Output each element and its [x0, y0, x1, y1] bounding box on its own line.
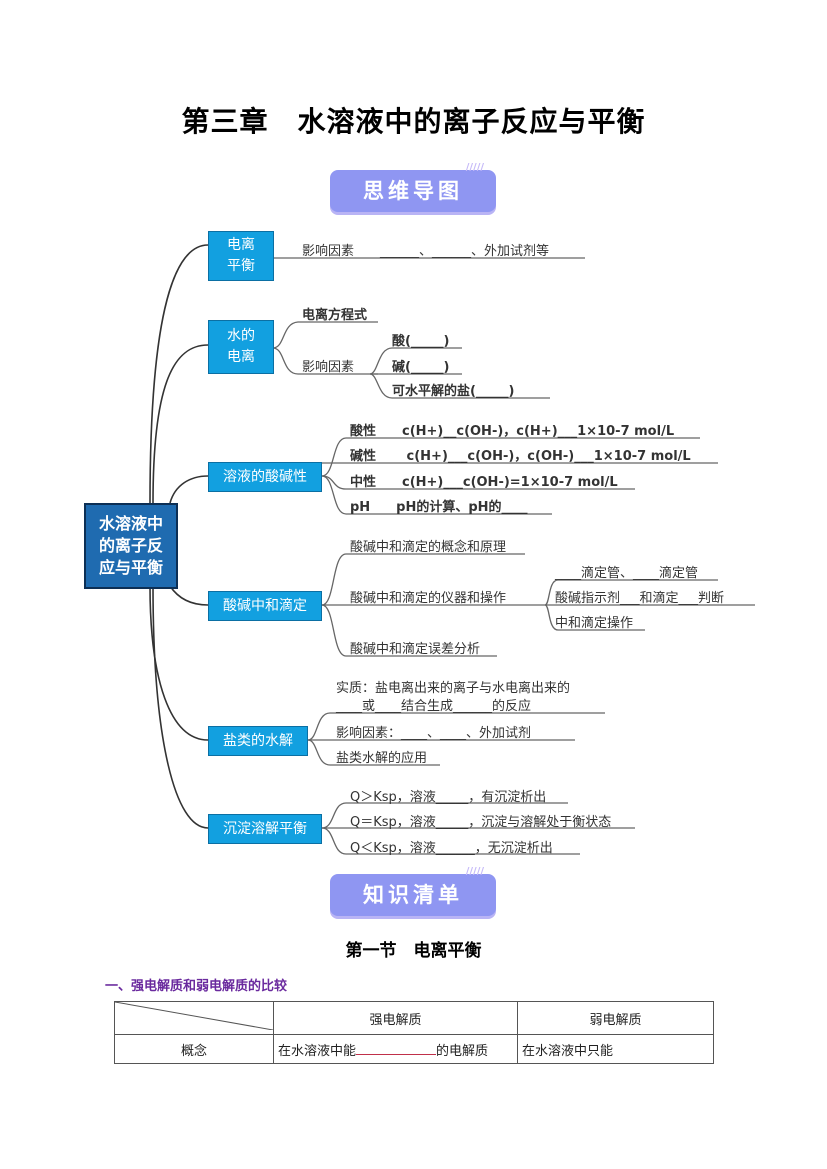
- leaf: 影响因素：____、____、外加试剂: [336, 726, 532, 741]
- leaf: Q＝Ksp，溶液_____，沉淀与溶解处于衡状态: [350, 815, 612, 830]
- branch-node-water-ionization[interactable]: 水的电离: [208, 320, 274, 374]
- blank-underline[interactable]: [356, 1040, 437, 1055]
- node-line: 电离: [227, 237, 255, 253]
- weak-cell: 在水溶液中只能: [517, 1034, 714, 1064]
- leaf: 盐类水解的应用: [336, 751, 428, 766]
- node-line: 溶液的酸碱性: [223, 468, 307, 485]
- comparison-table: 强电解质 弱电解质 概念 在水溶液中能 的电解质 在水溶液中只能: [114, 1001, 714, 1064]
- branch-node-ionization-equilibrium[interactable]: 电离平衡: [208, 231, 274, 281]
- branch-node-acidity[interactable]: 溶液的酸碱性: [208, 462, 322, 492]
- subleaf: 碱(_____): [392, 360, 450, 375]
- node-line: 盐类的水解: [223, 732, 293, 749]
- connector: [152, 585, 209, 829]
- connector: [169, 475, 209, 504]
- subleaf: 可水平解的盐(_____): [392, 384, 515, 399]
- header-strong: 强电解质: [273, 1001, 518, 1035]
- leaf: 酸性 c(H+)__c(OH-)，c(H+)___1×10-7 mol/L: [350, 424, 675, 439]
- strong-suffix: 的电解质: [436, 1043, 489, 1059]
- diagonal-line: [114, 1001, 274, 1031]
- leaf: 酸碱中和滴定的仪器和操作: [350, 591, 507, 606]
- leaf: 碱性 c(H+)___c(OH-)，c(OH-)___1×10-7 mol/L: [350, 449, 691, 464]
- node-line: 水的: [227, 328, 255, 344]
- connector: [149, 244, 209, 504]
- leaf: 电离方程式: [302, 308, 368, 323]
- header-weak: 弱电解质: [517, 1001, 714, 1035]
- branch-node-precipitation[interactable]: 沉淀溶解平衡: [208, 814, 322, 844]
- connector: [149, 585, 209, 741]
- leaf: 影响因素: [302, 360, 355, 375]
- leaf: Q＜Ksp，溶液______，无沉淀析出: [350, 841, 553, 856]
- subleaf: ____滴定管、____滴定管: [555, 566, 699, 581]
- leaf: 酸碱中和滴定的概念和原理: [350, 540, 507, 555]
- subleaf: 中和滴定操作: [555, 616, 634, 631]
- leaf: Q＞Ksp，溶液_____，有沉淀析出: [350, 790, 547, 805]
- leaf: pH pH的计算、pH的____: [350, 500, 528, 515]
- branch-node-salt-hydrolysis[interactable]: 盐类的水解: [208, 726, 308, 756]
- subleaf: 酸(_____): [392, 334, 450, 349]
- knowledge-banner-label: 知识清单: [363, 883, 463, 907]
- table-header-row: 强电解质 弱电解质: [114, 1001, 714, 1035]
- diagonal-header-cell: [114, 1001, 274, 1035]
- strong-cell: 在水溶液中能 的电解质: [273, 1034, 518, 1064]
- node-line: 平衡: [227, 258, 255, 274]
- root-line: 的离子反: [98, 536, 163, 555]
- root-line: 应与平衡: [98, 558, 163, 577]
- table-row: 概念 在水溶液中能 的电解质 在水溶液中只能: [114, 1034, 714, 1064]
- node-line: 酸碱中和滴定: [223, 597, 307, 614]
- root-node[interactable]: 水溶液中 的离子反 应与平衡: [84, 503, 178, 589]
- leaf: 影响因素 ______、______、外加试剂等: [302, 244, 550, 259]
- section-title: 第一节 电离平衡: [345, 941, 482, 961]
- node-line: 沉淀溶解平衡: [223, 820, 307, 837]
- leaf: ____或____结合生成______的反应: [336, 699, 532, 714]
- branch-node-titration[interactable]: 酸碱中和滴定: [208, 591, 322, 621]
- node-line: 电离: [227, 349, 255, 365]
- connector: [152, 344, 209, 504]
- stripes-icon: /////: [465, 866, 484, 877]
- mindmap-banner-label: 思维导图: [363, 179, 463, 203]
- root-line: 水溶液中: [98, 514, 163, 533]
- leaf: 实质：盐电离出来的离子与水电离出来的: [336, 681, 571, 696]
- page-title: 第三章 水溶液中的离子反应与平衡: [181, 105, 646, 138]
- leaf: 中性 c(H+)___c(OH-)=1×10-7 mol/L: [350, 475, 618, 490]
- strong-prefix: 在水溶液中能: [278, 1043, 357, 1059]
- leaf: 酸碱中和滴定误差分析: [350, 642, 481, 657]
- row-label: 概念: [114, 1034, 274, 1064]
- mindmap-banner: ///// 思维导图: [330, 163, 496, 212]
- knowledge-banner: ///// 知识清单: [330, 867, 496, 916]
- stripes-icon: /////: [465, 162, 484, 173]
- subleaf: 酸碱指示剂___和滴定___判断: [555, 591, 725, 606]
- subheading: 一、强电解质和弱电解质的比较: [105, 979, 288, 994]
